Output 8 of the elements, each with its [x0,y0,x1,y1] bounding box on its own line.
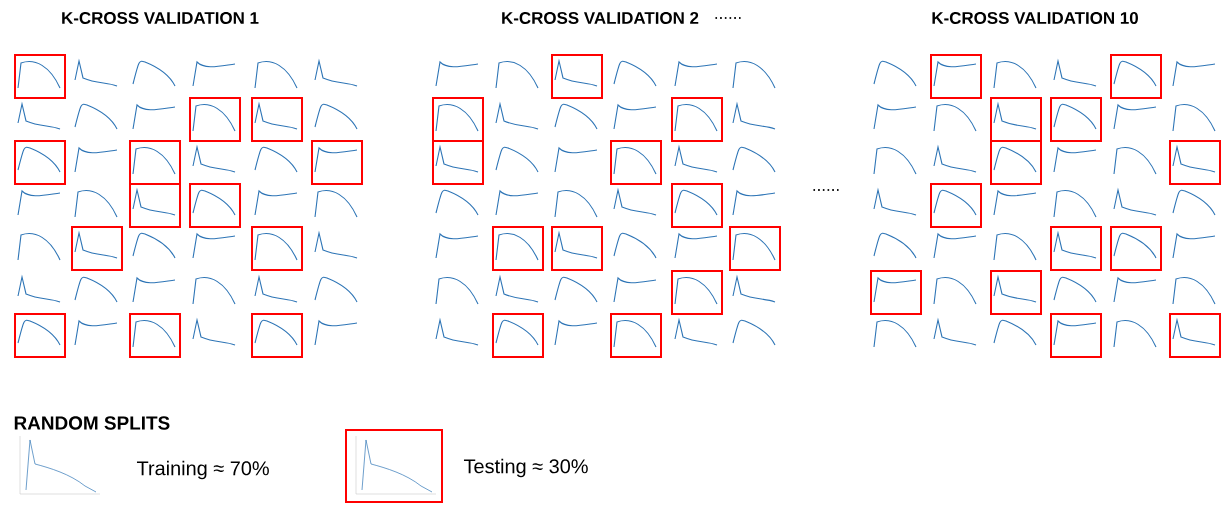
legend-label: Testing ≈ 30% [464,458,588,478]
legend-label: Training ≈ 70% [137,460,269,480]
ellipsis: ...... [813,189,839,191]
panel-title: K-CROSS VALIDATION 2 [502,12,699,24]
section-heading: RANDOM SPLITS [14,416,170,430]
panel-title: K-CROSS VALIDATION 10 [932,12,1138,24]
ellipsis: ...... [715,17,741,19]
panel-title: K-CROSS VALIDATION 1 [62,12,259,24]
